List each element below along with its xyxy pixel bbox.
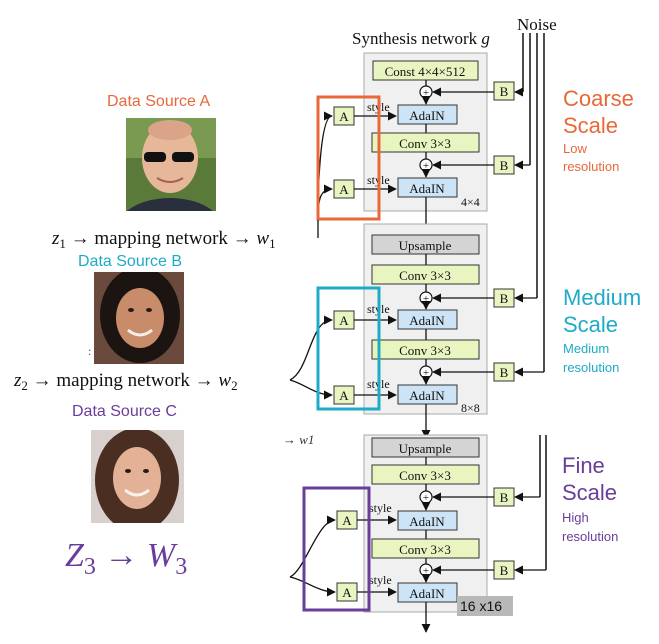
svg-text:+: + xyxy=(423,565,429,577)
b-label: B xyxy=(500,563,509,578)
fine-scale-label: Fine Scale High resolution xyxy=(562,453,618,544)
svg-text:Scale: Scale xyxy=(563,312,618,337)
face-photo-a xyxy=(126,118,216,211)
conv-label: Conv 3×3 xyxy=(399,268,451,283)
adain-box xyxy=(397,384,458,405)
const-label: Const 4×4×512 xyxy=(385,64,466,79)
coarse-scale-label: Coarse Scale Low resolution xyxy=(563,86,634,174)
svg-text:Medium: Medium xyxy=(563,285,641,310)
b-box xyxy=(493,81,515,101)
a-label: A xyxy=(339,182,349,197)
svg-text:High: High xyxy=(562,510,589,525)
adain-label: AdaIN xyxy=(409,586,445,601)
data-source-c-label: Data Source C xyxy=(72,403,177,420)
resolution-label: 16 x16 xyxy=(460,598,502,614)
b-label: B xyxy=(500,84,509,99)
svg-text:Fine: Fine xyxy=(562,453,605,478)
a-label: A xyxy=(339,109,349,124)
b-label: B xyxy=(500,490,509,505)
svg-text:Low: Low xyxy=(563,141,587,156)
mapping-line-1: z1 → mapping network → w1 xyxy=(51,228,276,251)
a-label: A xyxy=(339,313,349,328)
conv-label: Conv 3×3 xyxy=(399,136,451,151)
resolution-label: 4×4 xyxy=(461,195,480,209)
adain-label: AdaIN xyxy=(409,313,445,328)
conv-label: Conv 3×3 xyxy=(399,542,451,557)
medium-scale-label: Medium Scale Medium resolution xyxy=(563,285,641,375)
svg-text:+: + xyxy=(423,293,429,305)
b-label: B xyxy=(500,158,509,173)
data-source-a-label: Data Source A xyxy=(107,93,211,110)
stray-mark: : xyxy=(88,344,91,358)
stray-w1-label: → w1 xyxy=(283,432,314,447)
face-photo-b xyxy=(94,272,184,364)
resolution-badge xyxy=(457,596,513,616)
svg-text:+: + xyxy=(423,160,429,172)
face-photo-c xyxy=(91,430,184,523)
mapping-line-2: z2 → mapping network → w2 xyxy=(13,370,238,393)
adain-box xyxy=(397,104,458,125)
resolution-label: 8×8 xyxy=(461,401,480,415)
adain-label: AdaIN xyxy=(409,181,445,196)
conv-label: Conv 3×3 xyxy=(399,468,451,483)
mapping-line-3: Z3 → W3 xyxy=(65,537,187,580)
adain-box xyxy=(397,177,458,198)
svg-text:resolution: resolution xyxy=(563,159,619,174)
svg-text:+: + xyxy=(423,492,429,504)
adain-label: AdaIN xyxy=(409,514,445,529)
adain-label: AdaIN xyxy=(409,108,445,123)
svg-text:Scale: Scale xyxy=(563,113,618,138)
coarse-scale-frame xyxy=(316,95,381,221)
adain-box xyxy=(397,309,458,330)
a-label: A xyxy=(342,585,352,600)
style-label: style xyxy=(369,573,392,587)
conv-label: Conv 3×3 xyxy=(399,343,451,358)
noise-label: Noise xyxy=(517,15,557,34)
svg-text:resolution: resolution xyxy=(562,529,618,544)
b-label: B xyxy=(500,291,509,306)
medium-scale-frame xyxy=(316,286,381,411)
upsample-label: Upsample xyxy=(399,441,452,456)
svg-text:resolution: resolution xyxy=(563,360,619,375)
adain-box xyxy=(397,510,458,531)
a-label: A xyxy=(342,513,352,528)
data-source-b-label: Data Source B xyxy=(78,253,182,270)
style-label: style xyxy=(369,501,392,515)
a-label: A xyxy=(339,388,349,403)
svg-text:Scale: Scale xyxy=(562,480,617,505)
noise-lines xyxy=(522,33,547,570)
svg-text:Coarse: Coarse xyxy=(563,86,634,111)
b-label: B xyxy=(500,365,509,380)
fine-scale-frame xyxy=(302,486,371,612)
synthesis-network-title: Synthesis network g xyxy=(352,29,490,48)
svg-text:Medium: Medium xyxy=(563,341,609,356)
svg-text:+: + xyxy=(423,367,429,379)
adain-label: AdaIN xyxy=(409,388,445,403)
svg-text:+: + xyxy=(423,87,429,99)
upsample-label: Upsample xyxy=(399,238,452,253)
adain-box xyxy=(397,582,458,603)
